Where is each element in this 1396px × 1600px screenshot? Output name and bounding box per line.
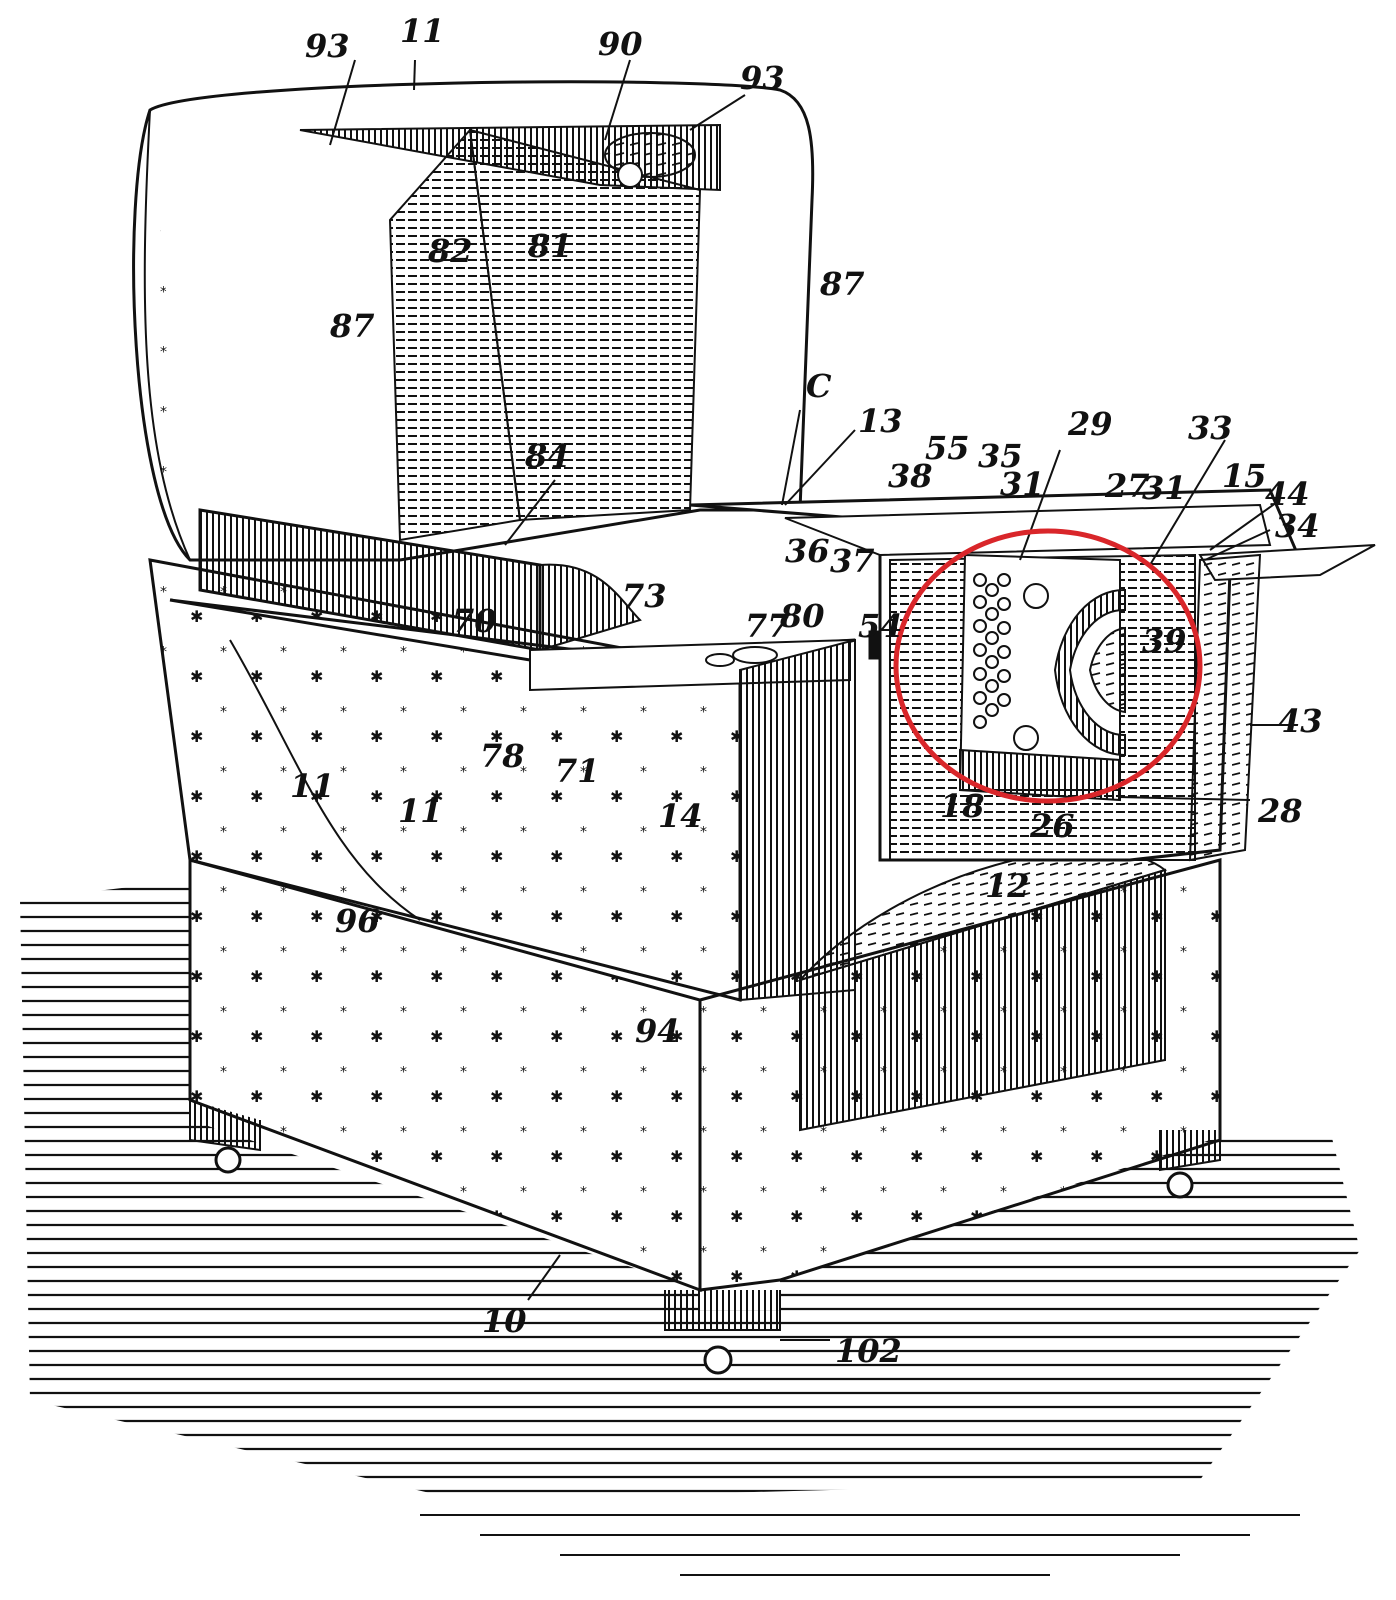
reference-numeral-54: 54 (858, 607, 903, 645)
reference-numeral-31: 31 (1000, 465, 1045, 503)
reference-numeral-12: 12 (985, 867, 1030, 905)
reference-numeral-15: 15 (1222, 457, 1267, 495)
reference-numeral-70: 70 (452, 602, 497, 640)
reference-numeral-77: 77 (745, 607, 790, 645)
button-array (973, 573, 1049, 751)
reference-numeral-90: 90 (598, 25, 643, 63)
reference-numeral-94: 94 (635, 1012, 680, 1050)
reference-numeral-96: 96 (335, 902, 380, 940)
reference-numeral-37: 37 (830, 542, 875, 580)
reference-numeral-87: 87 (820, 265, 865, 303)
reference-numeral-84: 84 (525, 437, 570, 475)
reference-numeral-73: 73 (622, 577, 667, 615)
reference-numeral-11: 11 (400, 12, 445, 50)
reference-numeral-11: 11 (398, 792, 443, 830)
reference-numeral-29: 29 (1068, 405, 1113, 443)
reference-numeral-36: 36 (785, 532, 830, 570)
reference-numeral-82: 82 (428, 232, 473, 270)
chair-back (132, 80, 815, 562)
reference-numeral-10: 10 (482, 1302, 527, 1340)
reference-numeral-28: 28 (1258, 792, 1303, 830)
reference-numeral-34: 34 (1275, 507, 1320, 545)
reference-numeral-18: 18 (940, 787, 985, 825)
reference-numeral-55: 55 (925, 429, 970, 467)
reference-numeral-C: C (806, 367, 832, 405)
reference-numeral-13: 13 (858, 402, 903, 440)
reference-numeral-43: 43 (1278, 702, 1323, 740)
reference-numeral-39: 39 (1142, 622, 1187, 660)
reference-numeral-102: 102 (835, 1332, 902, 1370)
reference-numeral-33: 33 (1188, 409, 1233, 447)
reference-numeral-81: 81 (528, 227, 573, 265)
leader-lines (329, 59, 1281, 1341)
reference-numeral-87: 87 (330, 307, 375, 345)
reference-numeral-93: 93 (305, 27, 350, 65)
highlight-circle (893, 528, 1203, 804)
reference-numeral-31: 31 (1142, 469, 1187, 507)
reference-numeral-44: 44 (1265, 475, 1310, 513)
reference-numeral-71: 71 (555, 752, 600, 790)
reference-numeral-26: 26 (1030, 807, 1075, 845)
floor-shading (20, 880, 1360, 1576)
reference-numeral-78: 78 (480, 737, 525, 775)
reference-numeral-11: 11 (290, 767, 335, 805)
reference-numeral-27: 27 (1105, 467, 1150, 505)
chair-base (188, 849, 1222, 1375)
reference-numeral-80: 80 (780, 597, 825, 635)
reference-numeral-93: 93 (740, 59, 785, 97)
reference-numeral-38: 38 (888, 457, 933, 495)
reference-numeral-35: 35 (978, 437, 1023, 475)
left-arm (148, 508, 888, 1002)
reference-numeral-14: 14 (658, 797, 703, 835)
